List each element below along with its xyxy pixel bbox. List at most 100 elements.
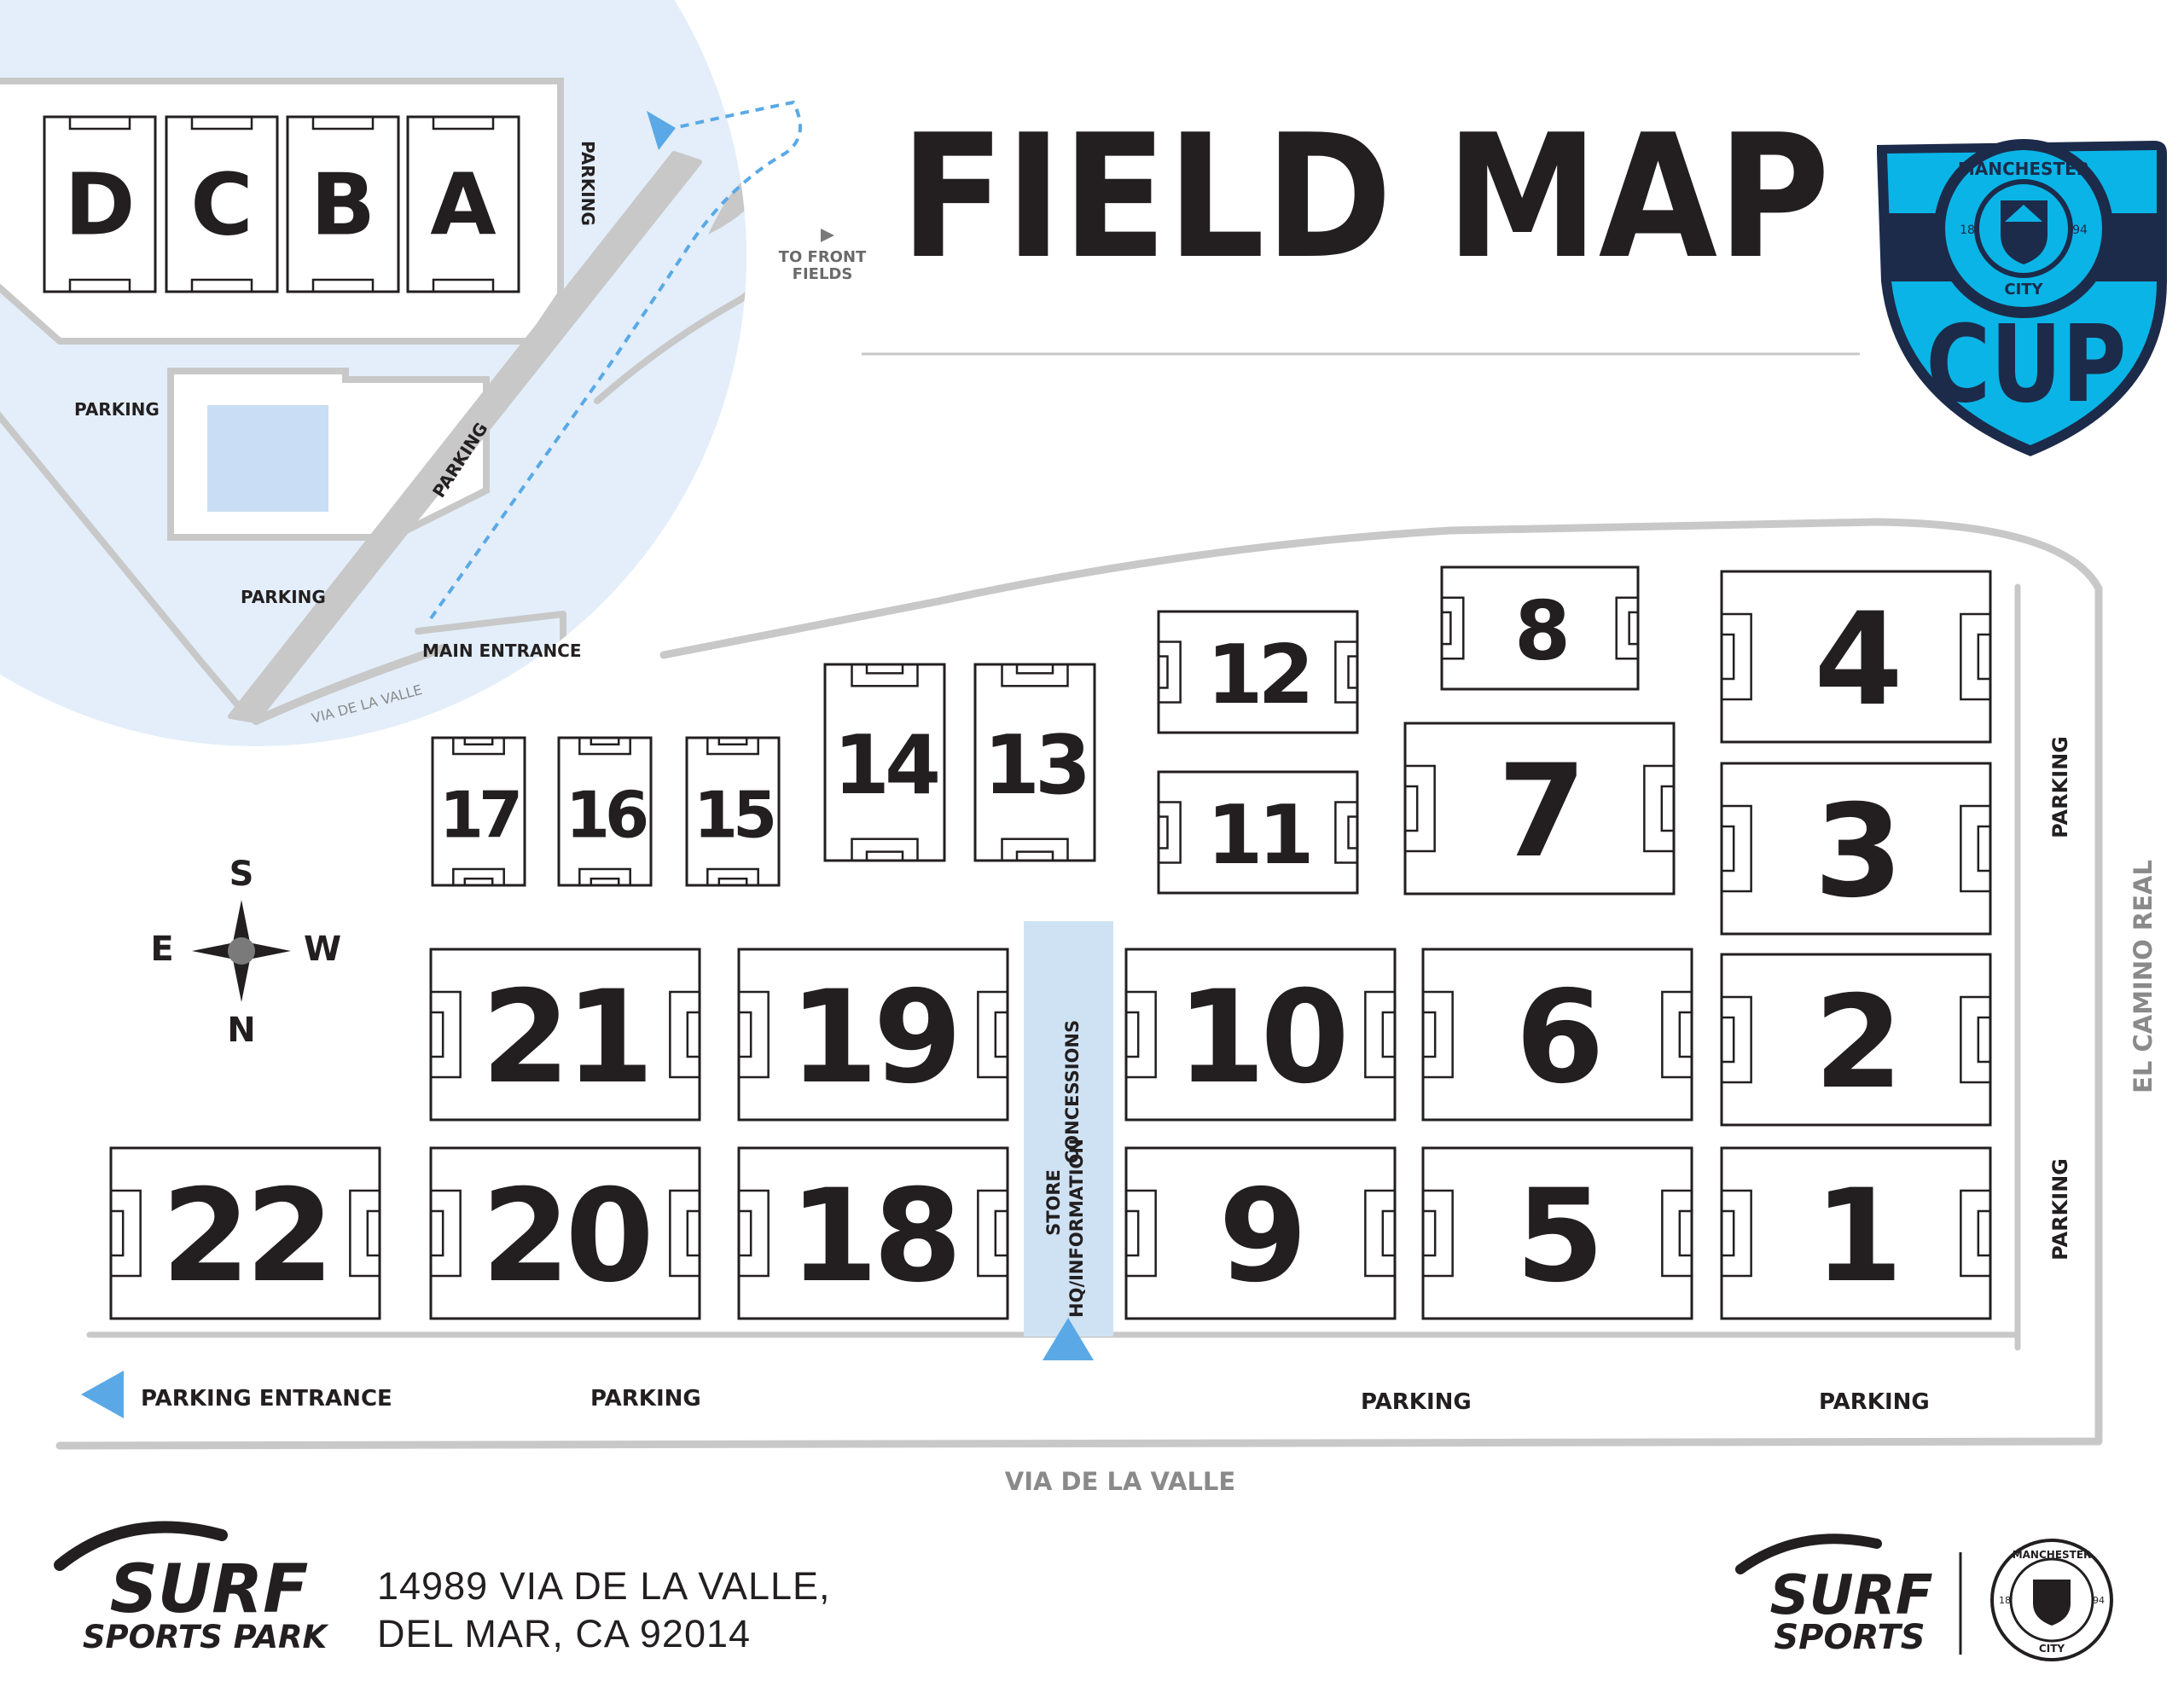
inset-left-road bbox=[0, 372, 251, 720]
field-13-goal-box-top bbox=[1015, 663, 1054, 675]
crest-year-left: 18 bbox=[1999, 1595, 2011, 1606]
field-18[interactable]: 18 bbox=[737, 1146, 1009, 1320]
inset-via-road bbox=[252, 644, 448, 725]
field-13-goal-box-bottom bbox=[1015, 850, 1054, 862]
field-3[interactable]: 3 bbox=[1720, 762, 1992, 936]
page-title: FIELD MAP bbox=[900, 98, 1830, 297]
concessions-entrance-arrow bbox=[1043, 1318, 1094, 1360]
field-7-goal-box-right bbox=[1660, 785, 1676, 832]
field-8-goal-box-right bbox=[1628, 611, 1640, 646]
field-10-goal-box-left bbox=[1124, 1011, 1140, 1058]
field-19-outline bbox=[737, 948, 1009, 1122]
field-8[interactable]: 8 bbox=[1440, 565, 1640, 691]
field-21-goal-box-left bbox=[429, 1011, 444, 1058]
field-2-label: 2 bbox=[1814, 969, 1897, 1117]
inset-route-line bbox=[429, 100, 802, 620]
field-20[interactable]: 20 bbox=[429, 1146, 701, 1320]
store-label: STORE bbox=[1043, 1169, 1064, 1236]
parking-label-2: PARKING bbox=[1361, 1389, 1472, 1415]
field-14-label: 14 bbox=[834, 719, 938, 813]
crest-ring-text: MANCHESTER bbox=[2013, 1549, 2092, 1561]
field-19[interactable]: 19 bbox=[737, 948, 1009, 1122]
inset-fields-label: FIELDS bbox=[793, 265, 853, 283]
field-16-outline bbox=[557, 736, 653, 887]
inset-main-entrance: MAIN ENTRANCE bbox=[422, 641, 582, 661]
field-17-label: 17 bbox=[439, 778, 519, 853]
field-16[interactable]: 16 bbox=[557, 736, 653, 887]
field-22-outline bbox=[109, 1146, 381, 1320]
inset-field-c-label: C bbox=[190, 155, 253, 255]
inset-parking-left: PARKING bbox=[74, 399, 160, 420]
field-10[interactable]: 10 bbox=[1124, 948, 1397, 1122]
field-12[interactable]: 12 bbox=[1157, 610, 1359, 734]
field-15[interactable]: 15 bbox=[685, 736, 781, 887]
field-6[interactable]: 6 bbox=[1421, 948, 1693, 1122]
field-7-goal-box-left bbox=[1403, 785, 1419, 832]
field-17-goal-box-top bbox=[463, 736, 494, 746]
field-20-label: 20 bbox=[481, 1162, 649, 1311]
field-21[interactable]: 21 bbox=[429, 948, 701, 1122]
field-19-label: 19 bbox=[789, 964, 957, 1112]
field-1-goal-box-left bbox=[1720, 1209, 1735, 1257]
inset-front-arrow bbox=[821, 229, 834, 242]
field-6-goal-box-right bbox=[1678, 1011, 1693, 1058]
inset-field-c: C bbox=[165, 115, 279, 293]
man-city-cup-badge: MANCHESTER CITY 18 94 CUP bbox=[1877, 139, 2167, 456]
field-22-label: 22 bbox=[161, 1162, 329, 1311]
concessions-label: CONCESSIONS bbox=[1062, 1020, 1083, 1163]
field-6-goal-box-left bbox=[1421, 1011, 1437, 1058]
field-1[interactable]: 1 bbox=[1720, 1146, 1992, 1320]
surf-wave-icon bbox=[54, 1521, 228, 1571]
field-9-label: 9 bbox=[1218, 1162, 1302, 1311]
field-17-goal-box-bottom bbox=[463, 877, 494, 887]
badge-year-left: 18 bbox=[1960, 223, 1975, 237]
compass-e: E bbox=[150, 930, 173, 969]
field-20-goal-box-right bbox=[686, 1209, 701, 1257]
field-7[interactable]: 7 bbox=[1403, 722, 1676, 896]
field-8-label: 8 bbox=[1514, 585, 1566, 679]
compass-n: N bbox=[227, 1011, 255, 1050]
field-9[interactable]: 9 bbox=[1124, 1146, 1397, 1320]
field-21-outline bbox=[429, 948, 701, 1122]
field-5[interactable]: 5 bbox=[1421, 1146, 1693, 1320]
inset-field-a-label: A bbox=[430, 155, 496, 255]
field-4-goal-box-left bbox=[1720, 633, 1735, 681]
field-17[interactable]: 17 bbox=[431, 736, 526, 887]
field-8-outline bbox=[1440, 565, 1640, 691]
inset-right-road bbox=[594, 252, 746, 404]
field-18-label: 18 bbox=[789, 1162, 957, 1311]
inset-route-arrow bbox=[647, 111, 676, 150]
badge-ring-text: MANCHESTER bbox=[1958, 159, 2089, 179]
field-22[interactable]: 22 bbox=[109, 1146, 381, 1320]
field-1-goal-box-right bbox=[1977, 1209, 1992, 1257]
sports-park-logo-text: SPORTS PARK bbox=[83, 1619, 329, 1655]
field-4[interactable]: 4 bbox=[1720, 570, 1992, 744]
surf-logo-text: SURF bbox=[110, 1551, 309, 1628]
field-9-goal-box-right bbox=[1381, 1209, 1397, 1257]
surf-wave-icon-right bbox=[1735, 1533, 1882, 1574]
field-9-goal-box-left bbox=[1124, 1209, 1140, 1257]
field-14[interactable]: 14 bbox=[823, 663, 946, 862]
badge-year-right: 94 bbox=[2072, 223, 2088, 237]
field-18-goal-box-right bbox=[994, 1209, 1009, 1257]
parking-label-3: PARKING bbox=[1819, 1389, 1930, 1415]
el-camino-real-label: EL CAMINO REAL bbox=[2129, 860, 2158, 1093]
field-5-goal-box-right bbox=[1678, 1209, 1693, 1257]
field-13[interactable]: 13 bbox=[973, 663, 1096, 862]
field-17-outline bbox=[431, 736, 526, 887]
parking-right-bottom: PARKING bbox=[2048, 1158, 2072, 1261]
compass-s: S bbox=[229, 855, 254, 894]
field-11[interactable]: 11 bbox=[1157, 770, 1359, 895]
inset-parking-bottom: PARKING bbox=[241, 587, 326, 607]
field-2[interactable]: 2 bbox=[1720, 953, 1992, 1127]
inset-field-b: B bbox=[286, 115, 400, 293]
inset-map: D C B A PARKING PARKING PARKING PARKING … bbox=[0, 0, 867, 746]
field-5-label: 5 bbox=[1515, 1162, 1599, 1311]
field-10-goal-box-right bbox=[1381, 1011, 1397, 1058]
badge-ship-icon bbox=[2005, 205, 2042, 222]
field-22-goal-box-right bbox=[366, 1209, 381, 1257]
inset-field-b-label: B bbox=[311, 155, 375, 255]
field-14-goal-box-bottom bbox=[865, 850, 904, 862]
field-15-goal-box-top bbox=[717, 736, 748, 746]
